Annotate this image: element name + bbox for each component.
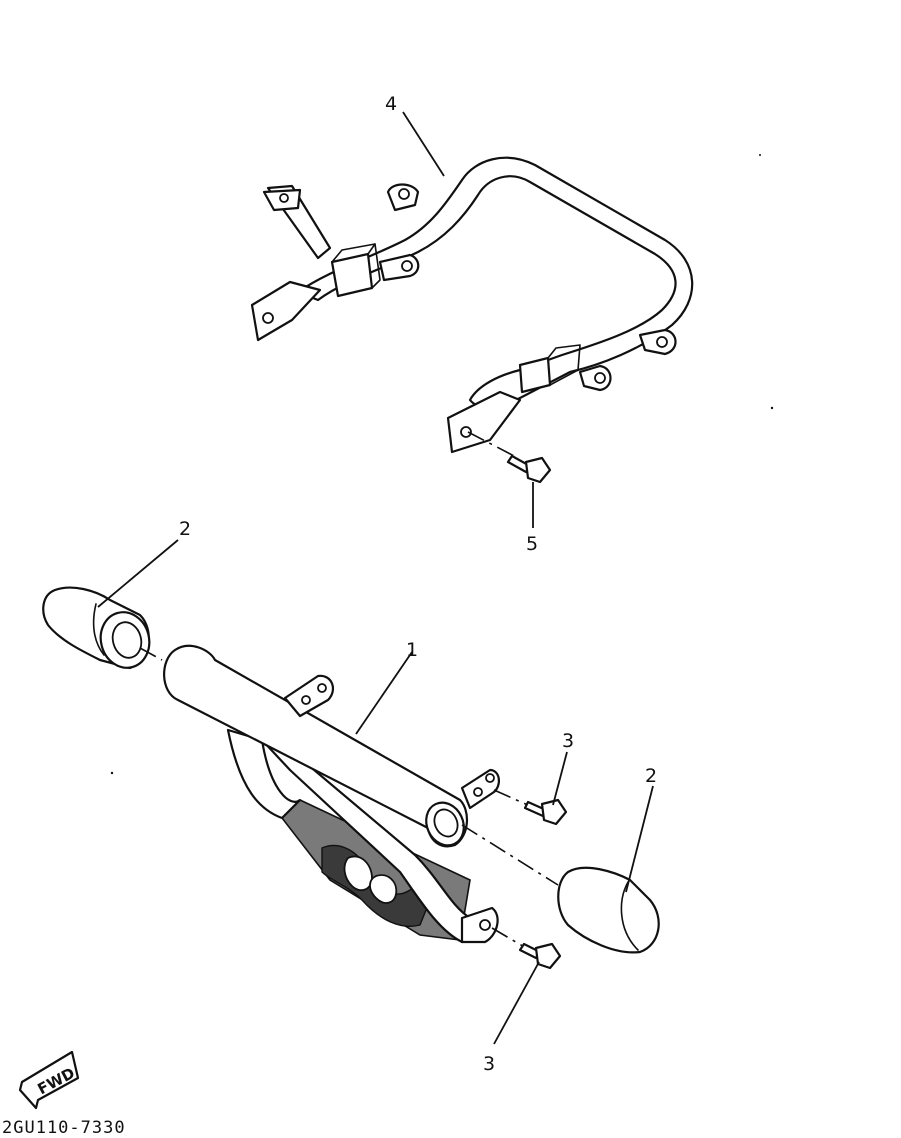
callout-part-2-right: 2 <box>645 765 657 787</box>
callout-part-1: 1 <box>406 639 418 661</box>
leader-part-3-upper <box>552 751 568 806</box>
leader-part-2-left <box>97 539 179 608</box>
scan-speck <box>770 406 774 410</box>
callout-part-2-left: 2 <box>179 518 191 540</box>
bumper-part-1 <box>163 644 500 944</box>
end-cap-left-part-2 <box>42 586 163 670</box>
callout-part-3-lower: 3 <box>483 1053 495 1075</box>
leader-part-1 <box>355 651 413 735</box>
fwd-arrow-icon: FWD <box>18 1050 80 1110</box>
leader-part-4 <box>402 111 445 177</box>
scan-speck <box>759 154 761 156</box>
figure-code: 2GU110-7330 <box>2 1118 126 1138</box>
callout-part-5: 5 <box>526 533 538 555</box>
bolt-lower-part-3 <box>491 927 562 970</box>
callout-part-4: 4 <box>385 93 397 115</box>
bolt-part-5 <box>467 431 552 528</box>
leader-part-3-lower <box>493 961 540 1045</box>
end-cap-right-part-2 <box>461 824 660 954</box>
scan-speck <box>110 771 114 775</box>
bolt-upper-part-3 <box>493 789 568 826</box>
grab-bar-part-4 <box>250 156 694 454</box>
callout-part-3-upper: 3 <box>562 730 574 752</box>
leader-part-2-right <box>625 785 654 893</box>
